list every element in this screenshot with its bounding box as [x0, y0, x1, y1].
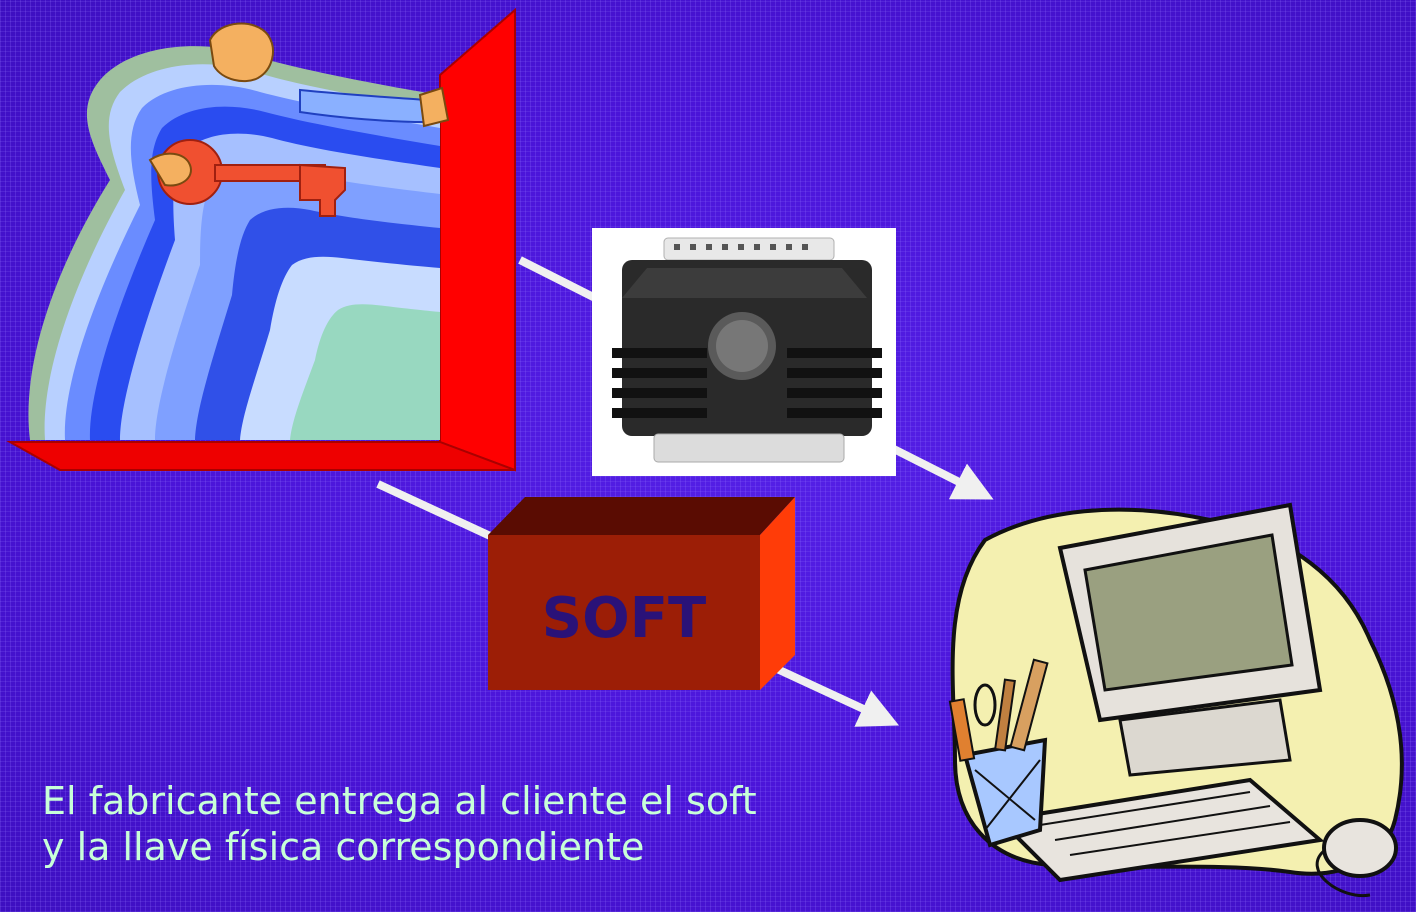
dongle-photo	[592, 228, 896, 476]
hardware-key-dongle-icon	[612, 237, 882, 463]
soft-label: SOFT	[542, 586, 706, 651]
caption: El fabricante entrega al cliente el soft…	[42, 778, 862, 870]
caption-line-2: y la llave física correspondiente	[42, 825, 645, 869]
desktop-computer-icon	[948, 502, 1404, 898]
caption-line-1: El fabricante entrega al cliente el soft	[42, 779, 757, 823]
man-with-key-at-door-icon	[6, 7, 516, 472]
